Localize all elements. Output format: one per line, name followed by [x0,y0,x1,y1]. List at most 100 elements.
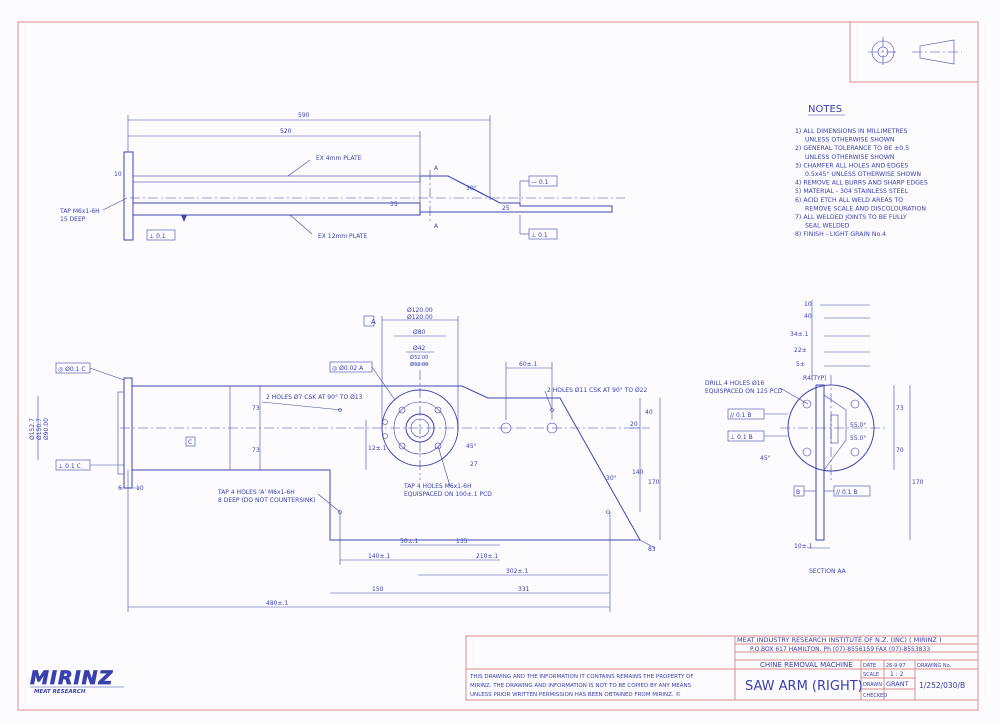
tap-note-line2: 15 DEEP [60,216,86,223]
tolerance-concentricity-2: ◎ Ø0.02 A [332,365,364,372]
date-label: DATE [863,663,876,669]
logo-brand: MIRINZ [30,667,114,689]
dim-302: 302±.1 [506,568,528,575]
note-tap-b-line1: TAP 4 HOLES M6x1-6H [403,483,472,490]
company-name: MEAT INDUSTRY RESEARCH INSTITUTE OF N.Z.… [737,636,942,644]
drawn-value: GRANT [886,680,909,688]
tap-note-line1: TAP M6x1-6H [59,208,100,215]
dim-70: 70 [896,447,904,454]
dim-73: 73 [896,405,904,412]
disclaimer-line3: UNLESS PRIOR WRITTEN PERMISSION HAS BEEN… [470,691,681,698]
dim-590: 590 [298,112,310,119]
dim-55-deg-1: 55.0° [850,422,866,429]
front-view: A C Ø120.00 Ø120.00 Ø80 Ø42 Ø32.00 Ø32.0… [29,307,661,612]
dim-10-bottom: 10±.1 [794,543,813,550]
note-holes-csk-22: 2 HOLES Ø11 CSK AT 90° TO Ø22 [547,387,648,394]
note-line: UNLESS OTHERWISE SHOWN [805,154,895,161]
dim-dia-42: Ø42 [413,345,426,352]
dim-40: 40 [645,409,653,416]
tolerance-perp-2: ⊥ 0.1 [531,232,548,239]
dim-170: 170 [648,479,660,486]
dim-dia-152: Ø152.7 [29,418,36,440]
dim-40: 40 [804,313,812,320]
tolerance-perp-1: ⊥ 0.1 [149,233,166,240]
dim-dia-80: Ø80 [413,329,426,336]
dim-140: 140 [632,469,644,476]
dim-55-deg-2: 55.0° [850,435,866,442]
dim-150: 150 [372,586,384,593]
drawn-label: DRAWN [863,682,882,688]
drawing-number-label: DRAWING No. [917,663,952,669]
project-name: CHINE REMOVAL MACHINE [760,661,853,669]
sheet-border [17,21,979,711]
dim-6: 6 [118,485,122,492]
dim-210: 210±.1 [476,553,498,560]
notes-heading: NOTES [808,104,842,115]
note-line: 5) MATERIAL - 304 STAINLESS STEEL [795,188,908,195]
dim-45-deg: 45° [466,443,477,450]
dim-dia-150: Ø150.7 [36,418,43,440]
disclaimer-line2: MIRINZ. THE DRAWING AND INFORMATION IS N… [470,683,692,689]
section-marker-a-bottom: A [434,223,439,230]
dim-dia-90: Ø90.00 [43,418,50,440]
note-drill-line2: EQUISPACED ON 125 PCD [705,388,783,395]
dim-20: 20 [630,421,638,428]
dim-50: 50±.1 [400,538,419,545]
dim-5: 5± [796,361,805,368]
notes-block: NOTES 1) ALL DIMENSIONS IN MILLIMETRES UN… [795,104,928,238]
dim-r4: R4(TYP) [803,375,827,382]
mirinz-logo: MIRINZ MEAT RESEARCH [30,667,124,695]
drawing-number: 1/252/030/B [919,681,965,690]
tolerance-perpendicular: ⊥ 0.1 B [730,434,753,441]
dim-10: 10 [136,485,144,492]
note-tap-a-line1: TAP 4 HOLES 'A' M6x1-6H [217,489,295,496]
datum-c: C [188,439,192,446]
title-block: MEAT INDUSTRY RESEARCH INSTITUTE OF N.Z.… [465,635,979,701]
scale-value: 1 : 2 [890,671,904,678]
datum-a: A [371,318,376,326]
note-drill-line1: DRILL 4 HOLES Ø16 [705,380,765,387]
logo-tagline: MEAT RESEARCH [34,689,86,695]
note-line: 3) CHAMFER ALL HOLES AND EDGES [795,162,908,169]
note-tap-a-line2: 8 DEEP (DO NOT COUNTERSINK) [218,497,316,504]
note-line: 1) ALL DIMENSIONS IN MILLIMETRES [795,128,908,135]
dim-35: 35 [390,201,398,208]
dim-520: 520 [280,128,292,135]
note-line: 6) ACID ETCH ALL WELD AREAS TO [795,197,903,204]
checked-label: CHECKED [863,693,887,699]
dim-140-horiz: 140±.1 [368,553,390,560]
note-holes-csk-13: 2 HOLES Ø7 CSK AT 90° TO Ø13 [266,394,363,401]
top-view: 590 520 EX 4mm PLATE EX 12mm PLATE TAP M… [59,112,625,241]
note-line: 8) FINISH - LIGHT GRAIN No.4 [795,231,886,238]
dim-dia-32b: Ø32.00 [410,361,428,368]
note-line: 0.5x45° UNLESS OTHERWISE SHOWN [805,170,921,178]
note-line: REMOVE SCALE AND DISCOLOURATION [805,205,926,212]
dim-22: 22± [794,347,807,354]
label-12mm-plate: EX 12mm PLATE [318,233,367,240]
dim-170: 170 [912,479,924,486]
disclaimer-line1: THIS DRAWING AND THE INFORMATION IT CONT… [469,674,694,680]
dim-73-lower: 73 [252,447,260,454]
note-line: 7) ALL WELDED JOINTS TO BE FULLY [795,214,907,221]
dim-331: 331 [518,586,530,593]
dim-dia-120: Ø120.00 [407,307,433,314]
dim-25: 25 [502,205,510,212]
section-aa-view: SECTION AA 10 40 34±.1 22± 5± R4(TYP) DR… [705,300,924,575]
dim-83: 83 [648,546,656,553]
dim-30-deg: 30° [606,475,617,482]
drawing-title: SAW ARM (RIGHT) [745,679,863,694]
note-line: SEAL WELDED [805,223,850,230]
dim-45-deg: 45° [760,455,771,462]
dim-73-upper: 73 [252,405,260,412]
dim-10-top: 10 [804,301,812,308]
tolerance-parallel-1: // 0.1 B [730,412,752,419]
note-tap-b-line2: EQUISPACED ON 100±.1 PCD [404,491,492,498]
tolerance-concentricity-1: ◎ Ø0.1 C [58,366,86,373]
label-4mm-plate: EX 4mm PLATE [316,155,362,162]
dim-27: 27 [470,461,478,468]
dim-135: 135 [456,538,468,545]
dim-34: 34±.1 [790,331,809,338]
dim-10: 10 [114,171,122,178]
